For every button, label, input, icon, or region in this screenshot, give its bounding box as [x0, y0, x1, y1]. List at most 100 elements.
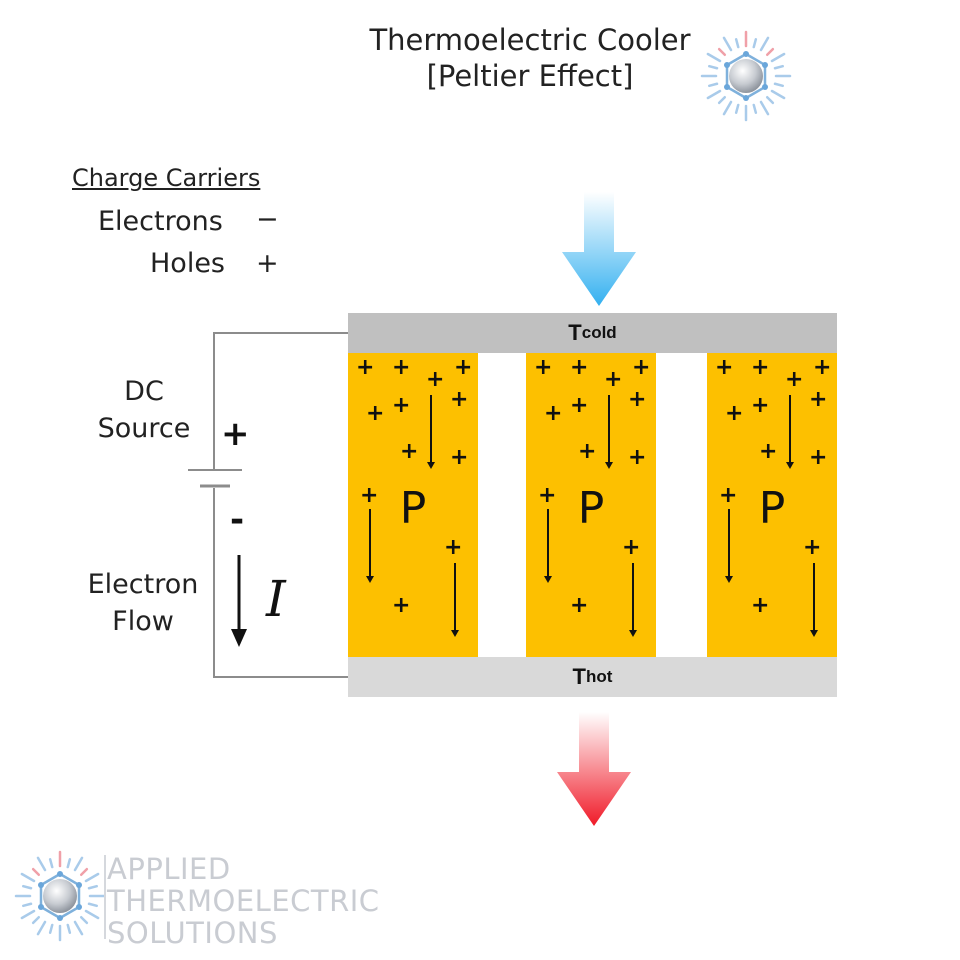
sunburst-ray	[66, 858, 72, 869]
cold-plate-subscript: cold	[581, 323, 617, 342]
p-type-leg-2: P ++++++++++++	[526, 353, 656, 657]
sunburst-ray	[73, 920, 84, 936]
hole-carrier: +	[751, 355, 770, 380]
sunburst-ray	[87, 902, 98, 908]
sunburst-ray	[734, 38, 740, 49]
hole-carrier: +	[444, 535, 463, 560]
hole-carrier: +	[785, 367, 804, 392]
hole-carrier: +	[538, 483, 557, 508]
hole-carrier: +	[578, 439, 597, 464]
legend-holes-label: Holes	[150, 248, 226, 279]
hole-carrier: +	[751, 593, 770, 618]
sunburst-ray	[22, 884, 33, 890]
hole-carrier: +	[454, 355, 473, 380]
sunburst-ray	[48, 923, 54, 934]
p-type-leg-3: P ++++++++++++	[707, 353, 837, 657]
sunburst-ray	[734, 103, 740, 114]
sunburst-ray	[84, 872, 100, 883]
hot-plate-label: T	[572, 664, 586, 689]
sunburst-ray	[759, 100, 770, 116]
sunburst-ray	[722, 100, 733, 116]
brand-line-3: SOLUTIONS	[107, 916, 278, 950]
hot-plate-subscript: hot	[586, 667, 613, 686]
hole-carrier: +	[392, 355, 411, 380]
sunburst-ray	[22, 902, 33, 908]
sunburst-ray	[48, 858, 54, 869]
brand-line-1: APPLIED	[107, 852, 231, 886]
sunburst-ray	[73, 856, 84, 872]
hole-carrier: +	[803, 535, 822, 560]
hole-carrier: +	[426, 367, 445, 392]
hole-carrier: +	[360, 483, 379, 508]
dc-source-label-line-1: DC	[124, 376, 164, 407]
carrier-drift-arrow-icon	[366, 509, 374, 583]
hole-carrier: +	[392, 393, 411, 418]
hole-carrier: +	[544, 401, 563, 426]
hole-carrier: +	[392, 593, 411, 618]
sunburst-ray	[84, 909, 100, 920]
sunburst-ray	[36, 856, 47, 872]
dc-source-label-line-2: Source	[97, 413, 191, 444]
hole-carrier: +	[534, 355, 553, 380]
p-type-leg-1: P ++++++++++++	[348, 353, 478, 657]
sunburst-ray	[770, 89, 786, 100]
carrier-drift-arrow-icon	[629, 563, 637, 637]
sunburst-ray	[717, 47, 727, 57]
hole-carrier: +	[570, 355, 589, 380]
title-line-2: [Peltier Effect]	[426, 59, 634, 93]
sunburst-logo-icon	[700, 30, 792, 122]
hole-carrier: +	[356, 355, 375, 380]
sunburst-ray	[770, 52, 786, 63]
hole-carrier: +	[604, 367, 623, 392]
p-type-leg-label: P	[758, 483, 786, 534]
sunburst-ray	[752, 38, 758, 49]
carrier-drift-arrow-icon	[451, 563, 459, 637]
hole-carrier: +	[622, 535, 641, 560]
p-type-leg-label: P	[399, 483, 427, 534]
sunburst-ray	[20, 872, 36, 883]
hole-carrier: +	[570, 393, 589, 418]
hole-carrier: +	[366, 401, 385, 426]
sunburst-ray	[765, 47, 775, 57]
electron-flow-label-line-1: Electron	[87, 569, 199, 600]
carrier-drift-arrow-icon	[427, 395, 435, 469]
legend-electrons-label: Electrons	[98, 206, 223, 237]
cold-arrow-icon	[562, 192, 636, 306]
sunburst-ray	[708, 64, 719, 70]
hot-arrow-icon	[557, 712, 631, 826]
sunburst-ray	[717, 95, 727, 105]
sunburst-ray	[759, 36, 770, 52]
hole-carrier: +	[725, 401, 744, 426]
hole-carrier: +	[751, 393, 770, 418]
sunburst-ray	[66, 923, 72, 934]
sunburst-ray	[706, 52, 722, 63]
sunburst-ray	[708, 82, 719, 88]
hole-carrier: +	[809, 445, 828, 470]
battery-plus-terminal: +	[221, 414, 250, 454]
hole-carrier: +	[450, 387, 469, 412]
sunburst-ray	[773, 82, 784, 88]
electron-flow-arrow-icon	[231, 555, 247, 647]
brand-wordmark: APPLIED THERMOELECTRIC SOLUTIONS	[107, 853, 380, 949]
brand-sunburst-logo-icon	[14, 850, 106, 942]
hole-carrier: +	[809, 387, 828, 412]
sunburst-ray	[20, 909, 36, 920]
circuit-wire	[188, 332, 348, 678]
hole-carrier: +	[570, 593, 589, 618]
sunburst-ray	[79, 867, 89, 877]
carrier-drift-arrow-icon	[786, 395, 794, 469]
title-line-1: Thermoelectric Cooler	[369, 23, 691, 57]
cold-plate-label: T	[568, 320, 582, 345]
carrier-drift-arrow-icon	[605, 395, 613, 469]
electron-flow-label-line-2: Flow	[112, 606, 174, 637]
legend-holes-symbol: +	[256, 248, 279, 279]
sunburst-ray	[752, 103, 758, 114]
hole-carrier: +	[715, 355, 734, 380]
hole-carrier: +	[632, 355, 651, 380]
carrier-drift-arrow-icon	[810, 563, 818, 637]
hole-carrier: +	[719, 483, 738, 508]
sunburst-ray	[87, 884, 98, 890]
sunburst-ray	[36, 920, 47, 936]
